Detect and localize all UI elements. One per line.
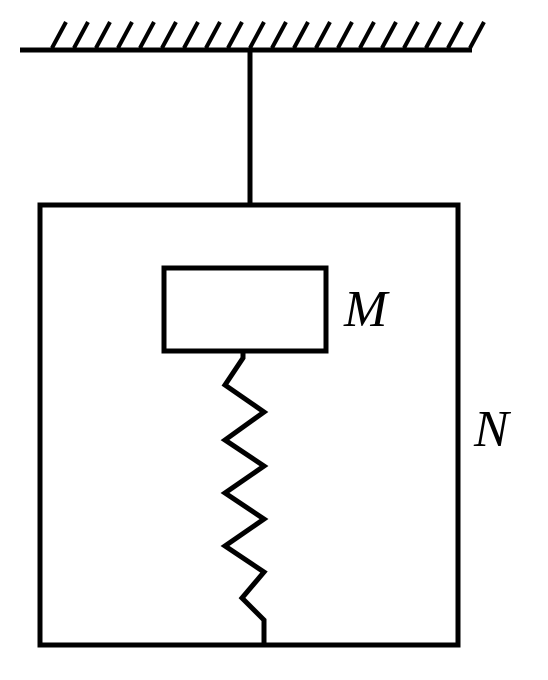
hatch-mark	[446, 21, 464, 49]
hatch-mark	[402, 21, 420, 49]
label-box: N	[473, 401, 512, 458]
hatch-mark	[72, 21, 90, 49]
hatch-mark	[204, 21, 222, 49]
hatch-mark	[358, 21, 376, 49]
block-m	[161, 265, 329, 354]
hatch-mark	[248, 21, 266, 49]
hatch-mark	[116, 21, 134, 49]
hatch-mark	[160, 21, 178, 49]
hatch-mark	[50, 21, 68, 49]
spring	[220, 351, 269, 645]
hatch-mark	[336, 21, 354, 49]
hatch-mark	[292, 21, 310, 49]
hatch-mark	[314, 21, 332, 49]
hatch-mark	[468, 21, 486, 49]
hatch-mark	[424, 21, 442, 49]
hatch-mark	[138, 21, 156, 49]
ceiling-hatching	[50, 21, 486, 49]
ceiling-support	[20, 21, 486, 53]
hatch-mark	[94, 21, 112, 49]
label-mass: M	[343, 281, 390, 338]
hatch-mark	[182, 21, 200, 49]
hatch-mark	[380, 21, 398, 49]
box-n	[37, 202, 461, 648]
hatch-mark	[226, 21, 244, 49]
hatch-mark	[270, 21, 288, 49]
